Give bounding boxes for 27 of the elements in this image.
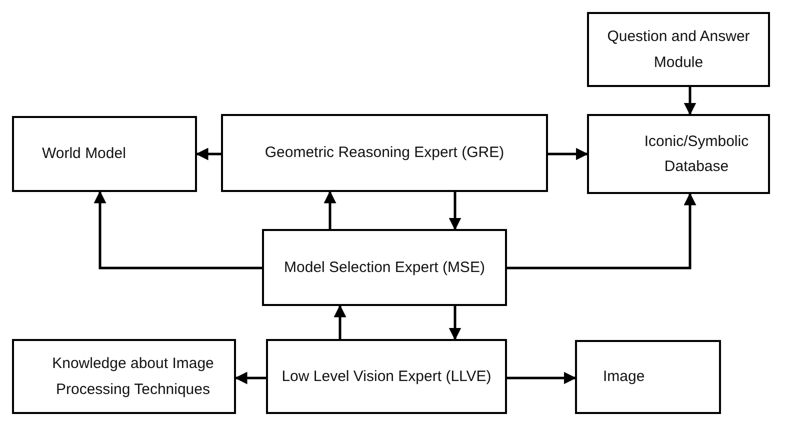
process-box: [575, 340, 721, 414]
process-box: [221, 114, 548, 192]
process-box: [12, 116, 197, 192]
arrow: [448, 192, 462, 230]
arrow: [324, 190, 336, 229]
arrow: [334, 304, 346, 339]
box-label: Image: [603, 367, 645, 388]
process-box: [587, 114, 770, 194]
box-label: Question and Answer Module: [606, 27, 751, 72]
process-box: [262, 229, 507, 306]
arrow: [548, 148, 588, 160]
box-label: Low Level Vision Expert (LLVE): [282, 366, 492, 387]
arrow: [234, 372, 266, 384]
box-label: Geometric Reasoning Expert (GRE): [264, 143, 504, 164]
arrow: [94, 190, 262, 270]
box-label: Iconic/Symbolic Database: [643, 132, 750, 177]
box-label: Model Selection Expert (MSE): [284, 258, 485, 278]
arrow: [507, 372, 576, 384]
process-box: [587, 12, 770, 87]
arrow: [507, 192, 696, 270]
arrow: [448, 306, 462, 340]
arrow: [196, 148, 221, 160]
box-label: World Model: [42, 144, 126, 164]
box-label: Knowledge about Image Processing Techniques: [51, 354, 215, 400]
process-box: [12, 339, 236, 414]
arrow: [684, 87, 696, 116]
process-box: [266, 339, 507, 414]
